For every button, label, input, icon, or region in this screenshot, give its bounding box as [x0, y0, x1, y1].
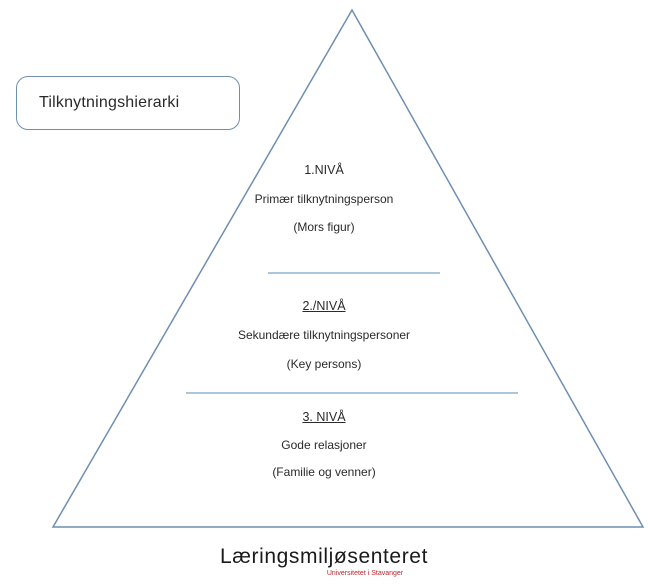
- logo-name: Læringsmiljøsenteret: [219, 545, 429, 568]
- level-3-example: (Familie og venner): [272, 465, 376, 479]
- level-1-example: (Mors figur): [293, 220, 355, 234]
- pyramid-triangle: [51, 8, 645, 528]
- diagram-title: Tilknytningshierarki: [39, 94, 180, 111]
- logo-subtitle: Universitetet i Stavanger: [326, 570, 404, 577]
- level-2-example: (Key persons): [286, 357, 362, 371]
- level-2-heading: 2./NIVÅ: [302, 299, 346, 313]
- level-3-description: Gode relasjoner: [281, 438, 367, 452]
- level-3-heading: 3. NIVÅ: [302, 410, 346, 424]
- level-1-description: Primær tilknytningsperson: [254, 192, 394, 206]
- level-2-description: Sekundære tilknytningspersoner: [237, 328, 411, 342]
- level-1-heading: 1.NIVÅ: [304, 163, 344, 177]
- title-box: Tilknytningshierarki: [16, 76, 240, 130]
